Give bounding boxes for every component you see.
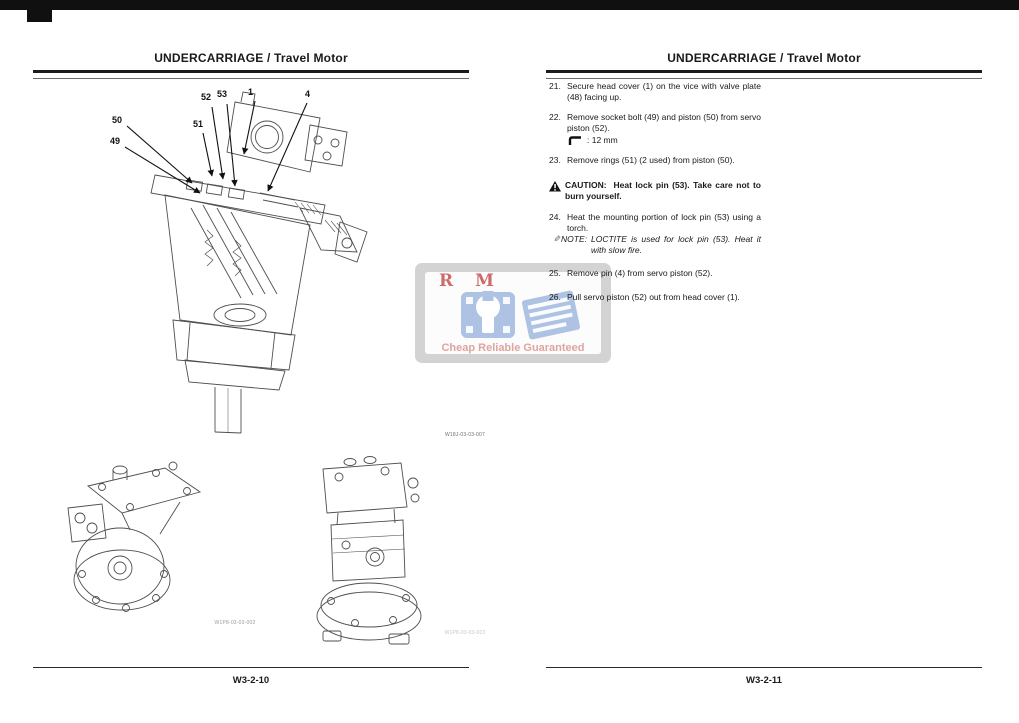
wrench-badge-icon — [461, 291, 515, 338]
callout-50: 50 — [112, 115, 123, 125]
right-page: UNDERCARRIAGE / Travel Motor 21. Secure … — [543, 0, 985, 723]
callout-53: 53 — [217, 89, 228, 99]
caution-label: CAUTION: — [565, 180, 607, 190]
warning-triangle-icon — [549, 180, 565, 202]
step-number: 21. — [549, 81, 561, 91]
right-page-number: W3-2-11 — [746, 675, 782, 686]
caution-text: CAUTION: Heat lock pin (53). Take care n… — [565, 180, 761, 201]
right-footer-rule — [546, 667, 982, 668]
step-22: 22. Remove socket bolt (49) and piston (… — [549, 112, 761, 134]
travel-motor-section-diagram — [124, 91, 368, 434]
left-footer-rule — [33, 667, 469, 668]
scan-binder-tab — [27, 3, 52, 22]
document-icon — [521, 290, 581, 340]
allen-key-icon — [568, 136, 581, 145]
step-21: 21. Secure head cover (1) on the vice wi… — [549, 81, 761, 103]
caution-block: CAUTION: Heat lock pin (53). Take care n… — [549, 180, 761, 202]
step-number: 22. — [549, 112, 561, 122]
watermark-letter-r: R — [439, 271, 454, 291]
bottom-right-figure-code: W1P8-03-03-003 — [444, 630, 486, 636]
step-number: 26. — [549, 292, 561, 302]
right-page-title: UNDERCARRIAGE / Travel Motor — [667, 51, 861, 65]
main-figure-code: W18J-03-03-007 — [444, 432, 485, 438]
callout-1: 1 — [248, 87, 254, 97]
step-26: 26. Pull servo piston (52) out from head… — [549, 292, 761, 303]
step-text: Remove rings (51) (2 used) from piston (… — [567, 155, 735, 165]
motor-assembly-view-left — [67, 461, 202, 612]
callout-49: 49 — [110, 136, 121, 146]
step-text: Remove pin (4) from servo piston (52). — [567, 268, 713, 278]
step-23: 23. Remove rings (51) (2 used) from pist… — [549, 155, 761, 166]
step-text: Secure head cover (1) on the vice with v… — [567, 81, 761, 102]
callout-51: 51 — [193, 119, 204, 129]
step-number: 23. — [549, 155, 561, 165]
left-page: UNDERCARRIAGE / Travel Motor — [30, 0, 485, 723]
step-number: 24. — [549, 212, 561, 222]
note-text: LOCTITE is used for lock pin (53). Heat … — [591, 234, 761, 255]
bottom-left-figure-code: W1P8-03-03-002 — [214, 620, 256, 626]
step-24: 24. Heat the mounting portion of lock pi… — [549, 212, 761, 234]
step-text: Pull servo piston (52) out from head cov… — [567, 292, 740, 302]
step-25: 25. Remove pin (4) from servo piston (52… — [549, 268, 761, 279]
scan-top-bar — [0, 0, 1019, 10]
tool-spec-line: : 12 mm — [567, 135, 761, 146]
step-number: 25. — [549, 268, 561, 278]
watermark: R M Cheap Reliable Guaranteed — [415, 263, 611, 363]
callout-4: 4 — [305, 89, 311, 99]
motor-assembly-view-right — [316, 456, 422, 645]
watermark-logo — [461, 290, 581, 340]
note-block: ✎ NOTE: LOCTITE is used for lock pin (53… — [549, 234, 761, 256]
right-header-rule — [546, 70, 982, 79]
watermark-tagline: Cheap Reliable Guaranteed — [441, 342, 585, 354]
watermark-letters: R M — [439, 271, 529, 291]
left-header-rule — [33, 70, 469, 79]
left-page-title: UNDERCARRIAGE / Travel Motor — [154, 51, 348, 65]
procedure-steps: 21. Secure head cover (1) on the vice wi… — [549, 81, 761, 312]
step-text: Remove socket bolt (49) and piston (50) … — [567, 112, 761, 133]
note-pencil-icon: ✎ — [553, 234, 561, 244]
note-label: NOTE: — [561, 234, 587, 244]
step-text: Heat the mounting portion of lock pin (5… — [567, 212, 761, 233]
tool-spec-text: : 12 mm — [587, 135, 618, 145]
left-page-number: W3-2-10 — [232, 675, 270, 686]
callout-52: 52 — [201, 92, 212, 102]
watermark-letter-m: M — [475, 271, 494, 291]
